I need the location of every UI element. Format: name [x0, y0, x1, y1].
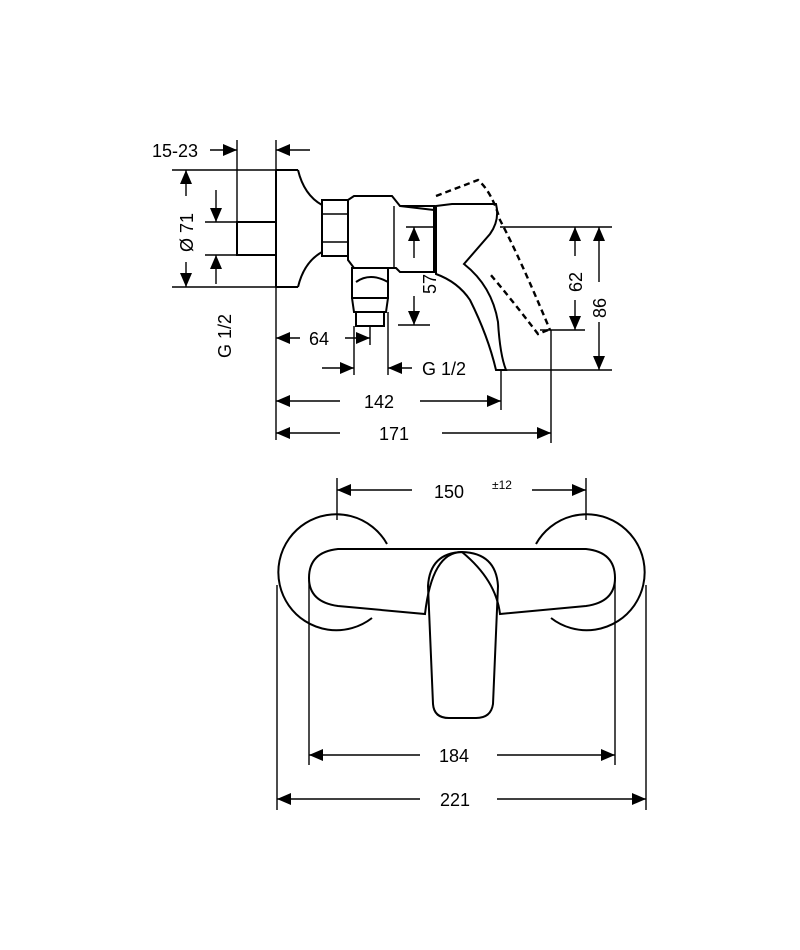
dim-height-57-label: 57	[420, 274, 440, 294]
rosette-flange	[275, 169, 323, 288]
dim-outlet-thread: G 1/2	[322, 312, 466, 379]
front-view: 150 ±12 184 221	[276, 478, 647, 810]
dim-thread-inlet: G 1/2	[205, 190, 237, 358]
dim-total-width: 221	[276, 585, 647, 810]
inlet-connector	[236, 221, 277, 256]
dim-diameter-label: Ø 71	[177, 213, 197, 252]
dim-depth-total-label: 171	[379, 424, 409, 444]
valve-body	[347, 195, 435, 273]
dim-total-width-label: 221	[440, 790, 470, 810]
front-lever	[426, 550, 500, 719]
dim-height-62-label: 62	[566, 272, 586, 292]
side-view: 15-23 Ø 71 G 1/2	[152, 140, 612, 444]
dim-thread-inlet-label: G 1/2	[215, 314, 235, 358]
dim-diameter: Ø 71	[172, 169, 276, 288]
hex-nut	[321, 199, 349, 257]
dim-tolerance-label: ±12	[492, 478, 512, 492]
lever-open-position	[435, 178, 552, 336]
dim-height-62: 62	[500, 226, 612, 331]
left-rosette	[277, 513, 388, 632]
dim-outlet-thread-label: G 1/2	[422, 359, 466, 379]
dim-depth-body: 142	[276, 370, 502, 412]
dim-depth-body-label: 142	[364, 392, 394, 412]
dim-outlet-offset-label: 64	[309, 329, 329, 349]
dim-height-57: 57	[398, 226, 440, 326]
outlet-stack	[351, 267, 389, 327]
dim-wall-distance-label: 15-23	[152, 141, 198, 161]
right-rosette	[535, 513, 646, 632]
dim-body-width-label: 184	[439, 746, 469, 766]
dim-centers-label: 150	[434, 482, 464, 502]
dim-wall-distance: 15-23	[152, 140, 310, 222]
dim-height-86: 86	[506, 227, 612, 371]
mixer-body	[307, 548, 617, 616]
dim-centers: 150 ±12	[336, 478, 587, 520]
dim-depth-total: 171	[276, 330, 552, 444]
dim-outlet-offset: 64	[275, 287, 371, 440]
lever	[435, 203, 508, 371]
dim-body-width: 184	[308, 580, 616, 766]
dim-height-86-label: 86	[590, 298, 610, 318]
